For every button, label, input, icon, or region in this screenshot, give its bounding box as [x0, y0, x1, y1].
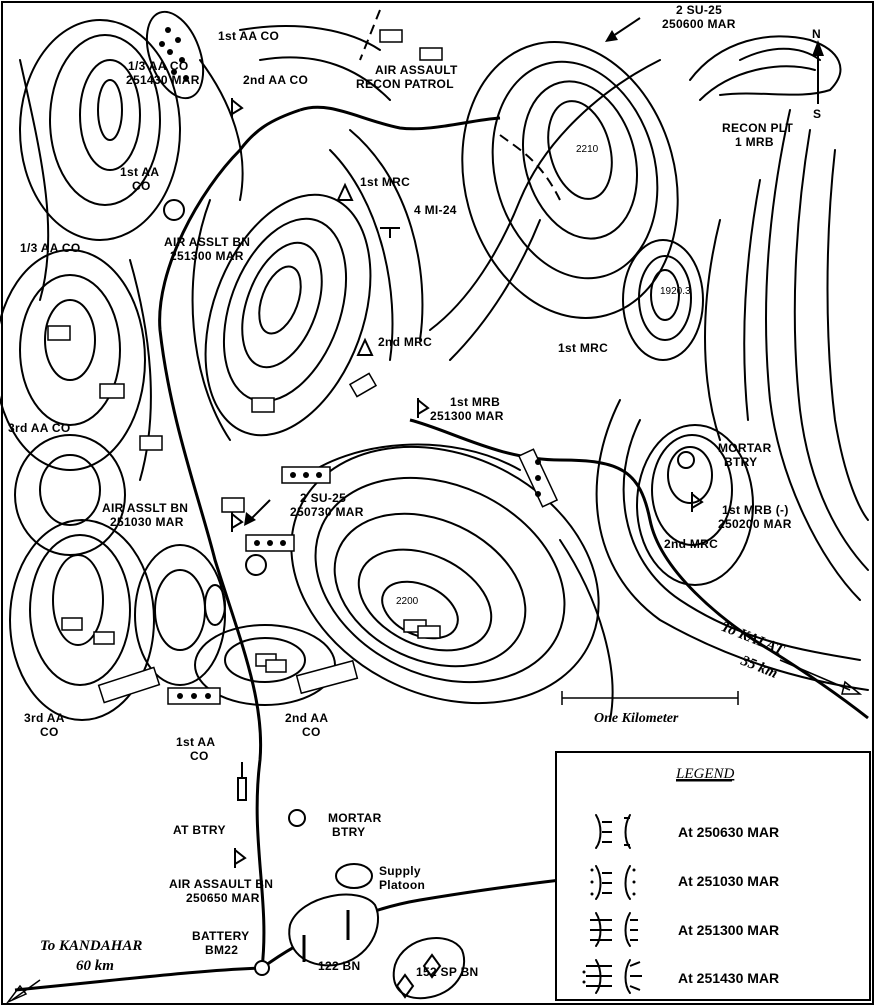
direction-kandahar-1: To KANDAHAR: [40, 938, 142, 954]
elevation-2200: 2200: [396, 596, 419, 607]
scale-bar-label: One Kilometer: [594, 711, 679, 726]
contour-lines: [0, 10, 869, 721]
obstacle-symbol-icon: [590, 865, 636, 900]
label-1st-aa-co-top: 1st AA CO: [218, 29, 279, 43]
elevation-1920: 1920.3: [660, 286, 691, 297]
label-1-3-aa-co-nw-2: 251430 MAR: [126, 73, 200, 87]
label-su25-c-1: 2 SU-25: [300, 491, 346, 505]
label-su25-ne-title: 2 SU-25: [676, 3, 722, 17]
label-air-assault-recon-1: AIR ASSAULT: [375, 63, 458, 77]
compass: N S: [812, 27, 824, 121]
compass-south: S: [813, 107, 821, 121]
road-north-valley: [158, 108, 301, 969]
label-1st-mrc-east: 1st MRC: [558, 341, 608, 355]
label-air-assault-bn-s-2: 250650 MAR: [186, 891, 260, 905]
label-recon-plt-1: RECON PLT: [722, 121, 794, 135]
label-152-sp-bn: 152 SP BN: [416, 965, 479, 979]
label-2nd-mrc-east: 2nd MRC: [664, 537, 718, 551]
label-2nd-aa-s-1: 2nd AA: [285, 711, 328, 725]
label-122-bn: 122 BN: [318, 959, 361, 973]
label-1st-aa-nw-1: 1st AA: [120, 165, 159, 179]
label-1st-mrb-minus-2: 250200 MAR: [718, 517, 792, 531]
label-su25-ne-time: 250600 MAR: [662, 17, 736, 31]
label-air-assault-recon-2: RECON PATROL: [356, 77, 454, 91]
label-1st-mrb-minus-1: 1st MRB (-): [722, 503, 789, 517]
road-to-kandahar: [14, 966, 263, 992]
legend-entry: At 250630 MAR: [595, 814, 779, 849]
label-1st-aa-nw-2: CO: [132, 179, 151, 193]
label-mortar-s-1: MORTAR: [328, 811, 382, 825]
label-battery-2: BM22: [205, 943, 238, 957]
label-1-3-aa-co-nw-1: 1/3 AA CO: [128, 59, 189, 73]
direction-kandahar-2: 60 km: [76, 958, 114, 974]
legend-title: LEGEND: [675, 766, 735, 782]
label-3rd-aa-co-w: 3rd AA CO: [8, 421, 70, 435]
label-at-btry: AT BTRY: [173, 823, 226, 837]
label-1st-aa-s-1: 1st AA: [176, 735, 215, 749]
label-mortar-e-1: MORTAR: [718, 441, 772, 455]
unit-symbols: [5, 17, 863, 1004]
label-air-asslt-bn-2-1: AIR ASSLT BN: [102, 501, 188, 515]
legend-entry-label: At 251030 MAR: [678, 873, 779, 889]
obstacle-symbol-icon: [590, 912, 638, 947]
legend-entry-label: At 251430 MAR: [678, 970, 779, 986]
label-mortar-e-2: BTRY: [724, 455, 757, 469]
legend-entry-label: At 250630 MAR: [678, 824, 779, 840]
label-supply-2: Platoon: [379, 878, 425, 892]
label-mortar-s-2: BTRY: [332, 825, 365, 839]
compass-north: N: [812, 27, 821, 41]
label-air-asslt-bn-1-1: AIR ASSLT BN: [164, 235, 250, 249]
legend-entry: At 251430 MAR: [582, 959, 779, 994]
label-2nd-mrc-center: 2nd MRC: [378, 335, 432, 349]
legend-entry-label: At 251300 MAR: [678, 922, 779, 938]
label-1st-mrc-top: 1st MRC: [360, 175, 410, 189]
label-supply-1: Supply: [379, 864, 421, 878]
elevation-2210: 2210: [576, 144, 599, 155]
obstacle-symbol-icon: [595, 814, 631, 849]
label-1st-mrb-center-2: 251300 MAR: [430, 409, 504, 423]
legend: LEGEND At 250630 MAR At 251030 MAR: [555, 751, 871, 1001]
legend-box: [555, 751, 871, 1001]
label-1-3-aa-co-w: 1/3 AA CO: [20, 241, 81, 255]
obstacle-symbol-icon: [582, 959, 642, 994]
legend-entry: At 251300 MAR: [590, 912, 779, 947]
legend-entry: At 251030 MAR: [590, 865, 779, 900]
vehicle-column: [97, 666, 161, 704]
label-air-assault-bn-s-1: AIR ASSAULT BN: [169, 877, 273, 891]
label-3rd-aa-sw-2: CO: [40, 725, 59, 739]
label-recon-plt-2: 1 MRB: [735, 135, 774, 149]
label-2nd-aa-s-2: CO: [302, 725, 321, 739]
label-1st-mrb-center-1: 1st MRB: [450, 395, 500, 409]
label-1st-aa-s-2: CO: [190, 749, 209, 763]
label-2nd-aa-co-top: 2nd AA CO: [243, 73, 308, 87]
label-air-asslt-bn-2-2: 251030 MAR: [110, 515, 184, 529]
vehicle-column: [295, 659, 359, 695]
label-su25-c-2: 250730 MAR: [290, 505, 364, 519]
scale-bar: One Kilometer: [561, 691, 739, 726]
label-4-mi24: 4 MI-24: [414, 203, 457, 217]
label-air-asslt-bn-1-2: 251300 MAR: [170, 249, 244, 263]
label-battery-1: BATTERY: [192, 929, 249, 943]
label-3rd-aa-sw-1: 3rd AA: [24, 711, 65, 725]
